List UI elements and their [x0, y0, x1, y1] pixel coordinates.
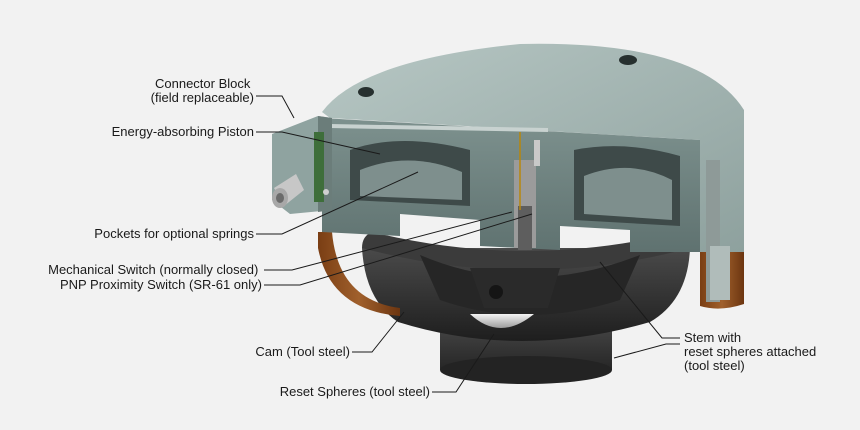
housing-top: [322, 43, 744, 252]
leader-cam: [352, 311, 405, 353]
cam-center: [470, 268, 560, 328]
leader-connector-block: [256, 95, 295, 119]
label-pockets: Pockets for optional springs: [94, 226, 254, 241]
leader-reset-spheres: [432, 333, 495, 393]
label-stem: Stem with reset spheres attached (tool s…: [684, 330, 820, 373]
label-piston: Energy-absorbing Piston: [112, 124, 254, 139]
side-bracket: [706, 160, 730, 302]
leader-pockets: [256, 171, 419, 235]
cable-gland: [272, 174, 304, 208]
leader-piston: [256, 131, 381, 155]
label-cam: Cam (Tool steel): [255, 344, 350, 359]
leader-stem: [599, 261, 680, 339]
housing-section: [322, 118, 700, 252]
leader-switch-2: [264, 213, 533, 286]
label-reset-spheres: Reset Spheres (tool steel): [280, 384, 430, 399]
label-connector-block: Connector Block (field replaceable): [151, 76, 254, 105]
label-switch: Mechanical Switch (normally closed) PNP …: [48, 262, 262, 292]
leader-switch-1: [264, 211, 513, 271]
leader-stem-2: [613, 343, 680, 359]
leader-lines: [256, 95, 680, 393]
